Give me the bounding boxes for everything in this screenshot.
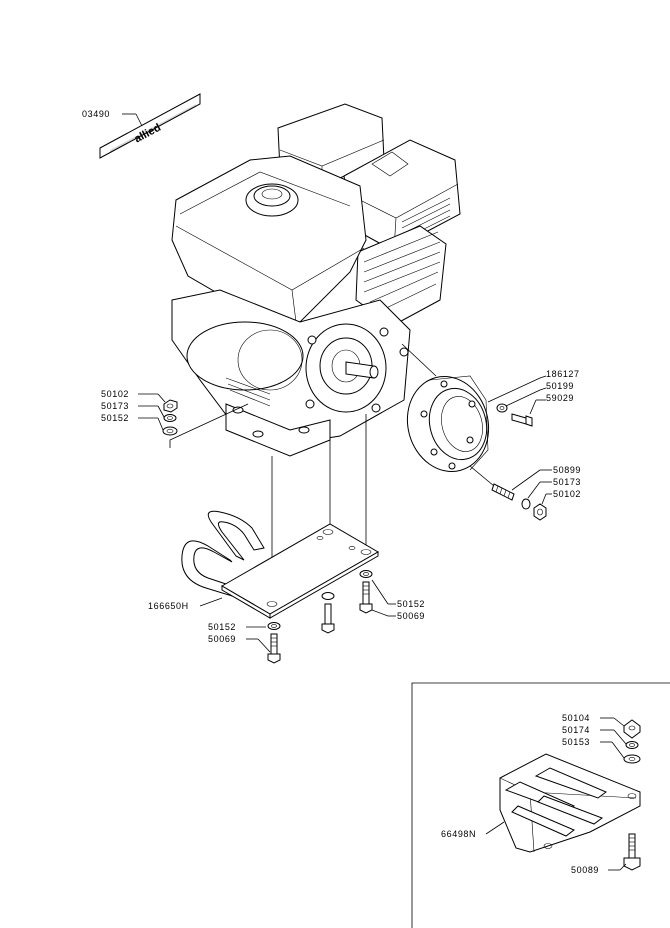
- plate-washer-middle: [321, 592, 335, 600]
- engine-assembly: [171, 103, 461, 457]
- label-lockwasher-left: 50173: [101, 401, 129, 411]
- label-flange-bolt: 59029: [546, 393, 574, 403]
- washer-left: [162, 426, 178, 436]
- plate-washer-left: [267, 622, 281, 630]
- leader-engine-base: [169, 403, 249, 448]
- label-nut-left: 50102: [101, 389, 129, 399]
- nut-left: [163, 399, 178, 413]
- left-hardware: [162, 399, 178, 436]
- label-inset-nut: 50104: [562, 713, 590, 723]
- inset-frame: [411, 682, 670, 928]
- leader-flange-stud: [469, 465, 495, 487]
- recoil-grille: [225, 377, 271, 407]
- label-decal: 03490: [82, 109, 110, 119]
- plate-bolt-left: [267, 633, 281, 664]
- label-inset-washer: 50153: [562, 737, 590, 747]
- stud-nut: [533, 503, 547, 521]
- decal-strip: allied: [99, 93, 201, 159]
- inset-lockwasher: [625, 741, 639, 749]
- mounting-flange: [406, 375, 490, 473]
- label-inset-lockwasher: 50174: [562, 725, 590, 735]
- leader-shaft-flange: [401, 343, 437, 377]
- inset-plate: [499, 753, 641, 853]
- label-inset-plate: 66498N: [441, 829, 476, 839]
- lockwasher-left: [163, 414, 177, 422]
- flange-bolt: [511, 413, 533, 427]
- label-flange: 186127: [546, 369, 580, 379]
- flange-washer: [496, 403, 508, 413]
- inset-nut: [623, 719, 641, 739]
- leader-decal-2: [135, 113, 143, 127]
- label-washer-left: 50152: [101, 413, 129, 423]
- stud-lockwasher: [521, 498, 531, 510]
- label-plate-bolt-left: 50069: [208, 634, 236, 644]
- plate-bolt-right: [359, 581, 373, 614]
- label-stud-nut: 50102: [553, 489, 581, 499]
- label-plate-washer-left: 50152: [208, 622, 236, 632]
- label-stud: 50899: [553, 465, 581, 475]
- label-plate-bolt-right: 50069: [397, 611, 425, 621]
- base-plate: [221, 523, 379, 619]
- label-plate-washer-right: 50152: [397, 599, 425, 609]
- plate-bolt-middle: [321, 603, 335, 634]
- handle-frame: [181, 510, 265, 597]
- stud: [491, 483, 515, 501]
- plate-washer-right: [359, 570, 373, 578]
- label-base-plate: 166650H: [148, 601, 189, 611]
- inset-bolt: [623, 833, 641, 871]
- label-flange-washer: 50199: [546, 381, 574, 391]
- label-inset-bolt: 50089: [571, 865, 599, 875]
- label-stud-lockwasher: 50173: [553, 477, 581, 487]
- inset-washer: [623, 754, 641, 764]
